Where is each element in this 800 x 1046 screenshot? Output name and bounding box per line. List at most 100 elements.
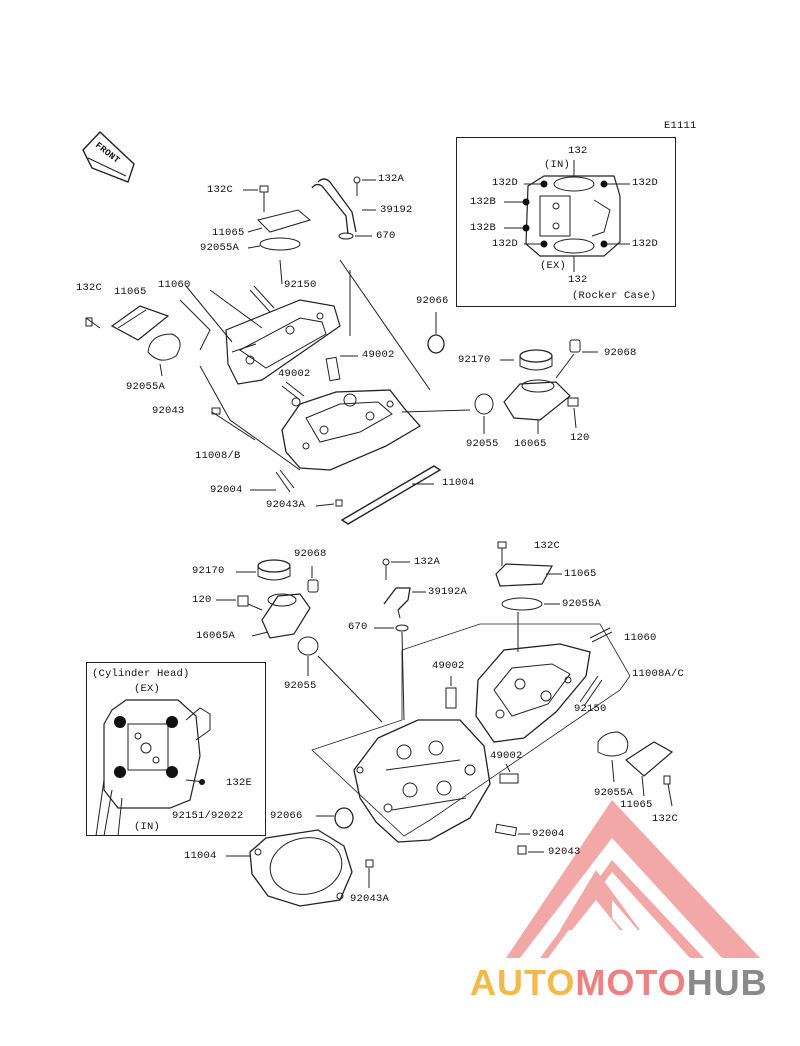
part-label: 92170 [192, 565, 225, 577]
seal-92066-top [427, 312, 445, 354]
cylinder-head-top [281, 389, 422, 471]
pin-92043-top [211, 407, 221, 415]
watermark-logo-icon [506, 800, 760, 958]
part-label: 132C [76, 282, 103, 294]
bolt-11060-bottom [589, 627, 613, 643]
plate-11065-left [85, 305, 170, 341]
part-label: 11065 [564, 568, 597, 580]
part-label: 39192 [380, 204, 413, 216]
part-label: 16065 [514, 438, 547, 450]
part-label: 132C [534, 540, 561, 552]
gasket-92055a-right [597, 731, 629, 783]
clamp-92170-bottom [236, 559, 291, 581]
seal-92066-bottom [316, 807, 354, 829]
head-inset-caption: (Cylinder Head) [92, 668, 190, 680]
cylinder-head-bottom [353, 719, 491, 843]
pin-92043-bottom [517, 845, 544, 855]
intake-16065-top [503, 379, 571, 434]
rocker-inset-ex: (EX) [540, 260, 567, 272]
part-label: 11060 [624, 632, 657, 644]
part-label: 132C [207, 184, 234, 196]
part-label: 16065A [196, 630, 236, 642]
part-label: 92043 [548, 846, 581, 858]
rocker-bolt-6: 132D [632, 238, 659, 250]
fitting-49002-b [281, 381, 305, 407]
rocker-bolt-3: 132B [470, 196, 497, 208]
oring-92055-top [474, 393, 494, 434]
part-label: 92055A [562, 598, 602, 610]
cap-92068-top [555, 339, 598, 379]
front-arrow-icon [82, 131, 135, 183]
part-label: 120 [192, 594, 212, 606]
fitting-49002-c [445, 676, 457, 709]
part-label: 11008A/C [632, 668, 685, 680]
part-label: 11065 [212, 227, 245, 239]
part-label: 670 [376, 230, 396, 242]
rocker-inset-bottom-number: 132 [568, 274, 588, 286]
stud-92004-top [250, 469, 295, 493]
diagram-code: E1111 [664, 120, 697, 132]
rocker-bolt-2: 132D [632, 177, 659, 189]
part-label: 92055A [200, 242, 240, 254]
rocker-inset-title: 132 [568, 145, 588, 157]
cap-92068-bottom [307, 566, 319, 593]
part-label: 92055 [466, 438, 499, 450]
head-inset-in: (IN) [134, 821, 161, 833]
rocker-inset-drawing [504, 160, 630, 272]
watermark-part-auto: AUTO [470, 962, 576, 1003]
bolt-132a-bottom [382, 558, 410, 580]
part-label: 49002 [278, 368, 311, 380]
bolt-132a-top [353, 176, 376, 196]
pin-92043a-bottom [365, 859, 374, 888]
part-label: 92150 [574, 703, 607, 715]
plate-11065-bottom [495, 563, 562, 587]
part-label: 11008/B [195, 450, 241, 462]
pin-92043a-top [315, 499, 343, 507]
rocker-bolt-4: 132B [470, 222, 497, 234]
oring-92055-bottom [297, 636, 383, 723]
bolt-132c-top [243, 185, 269, 212]
watermark-part-hub: HUB [686, 962, 768, 1003]
rocker-case-bottom [475, 643, 591, 743]
cylinder-head-inset [86, 662, 266, 836]
part-label: 39192A [428, 586, 468, 598]
gasket-92055a-left [147, 333, 181, 377]
part-label: 132A [414, 556, 441, 568]
gasket-11004-top [340, 465, 442, 525]
rocker-case-inset [456, 137, 676, 307]
part-label: 120 [570, 432, 590, 444]
part-label: 92066 [416, 295, 449, 307]
bolt-120-bottom [216, 595, 263, 611]
head-inset-132e: 132E [226, 777, 253, 789]
plate-11065-right [625, 741, 674, 797]
part-label: 92066 [270, 810, 303, 822]
rocker-bolt-1: 132D [492, 177, 519, 189]
oring-670-top [338, 232, 372, 240]
part-label: 49002 [490, 750, 523, 762]
clamp-92170-top [500, 349, 553, 371]
part-label: 92004 [210, 484, 243, 496]
part-label: 11060 [158, 279, 191, 291]
part-label: 92068 [604, 347, 637, 359]
part-label: 92055 [284, 680, 317, 692]
head-inset-ex: (EX) [134, 683, 161, 695]
bolt-132c-bottom [497, 541, 507, 566]
part-label: 92170 [458, 354, 491, 366]
fitting-49002-d [499, 763, 519, 784]
plate-11065-top [247, 209, 312, 233]
head-inset-bottom-part: 92151/92022 [172, 810, 244, 822]
part-label: 92043 [152, 405, 185, 417]
gasket-92055a-top [247, 237, 301, 251]
oring-670-bottom [374, 624, 409, 632]
part-label: 132C [652, 813, 679, 825]
part-label: 49002 [362, 349, 395, 361]
bolt-92150-bottom [579, 675, 603, 707]
part-label: 92004 [532, 828, 565, 840]
part-label: 92043A [266, 499, 306, 511]
gasket-11004-bottom [226, 829, 353, 907]
part-label: 11065 [620, 799, 653, 811]
part-label: 92068 [294, 548, 327, 560]
part-label: 670 [348, 621, 368, 633]
stud-92004-bottom [494, 823, 530, 837]
